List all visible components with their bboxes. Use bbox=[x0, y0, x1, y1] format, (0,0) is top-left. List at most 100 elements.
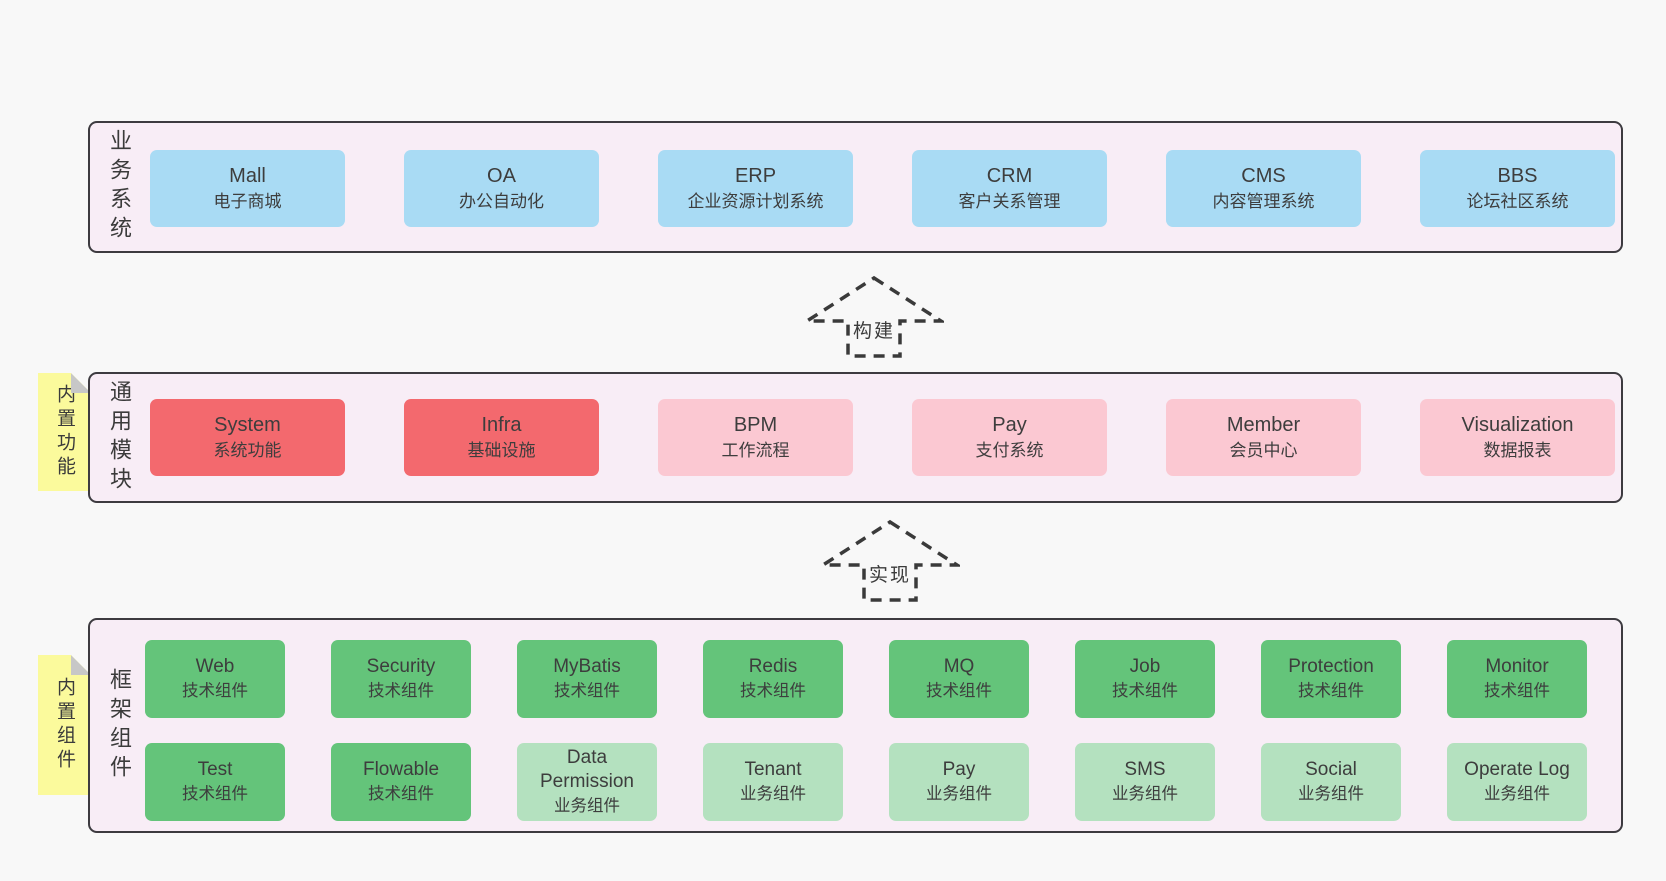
box-data-permission-title: Data Permission bbox=[540, 747, 634, 792]
up-arrow-icon bbox=[820, 519, 960, 602]
box-visualization-subtitle: 数据报表 bbox=[1483, 440, 1552, 460]
framework-components-panel: 框架组件 Web 技术组件 Security 技术组件 MyBatis 技术组件… bbox=[88, 618, 1623, 833]
box-infra-subtitle: 基础设施 bbox=[467, 440, 536, 460]
box-mybatis: MyBatis 技术组件 bbox=[517, 640, 657, 718]
box-web-subtitle: 技术组件 bbox=[182, 682, 248, 700]
box-flowable-title: Flowable bbox=[362, 759, 440, 780]
box-mall-subtitle: 电子商城 bbox=[213, 191, 282, 211]
common-modules-panel: 通用模块 System 系统功能 Infra 基础设施 BPM 工作流程 Pay… bbox=[88, 372, 1623, 503]
built-in-components-note: 内置组件 bbox=[38, 655, 91, 795]
box-erp-subtitle: 企业资源计划系统 bbox=[687, 191, 824, 211]
box-test: Test 技术组件 bbox=[145, 743, 285, 821]
box-member-subtitle: 会员中心 bbox=[1229, 440, 1298, 460]
framework-components-label: 框架组件 bbox=[107, 667, 132, 784]
box-mybatis-subtitle: 技术组件 bbox=[554, 682, 620, 700]
box-security-subtitle: 技术组件 bbox=[368, 682, 434, 700]
box-social-title: Social bbox=[1305, 759, 1357, 780]
box-mall-title: Mall bbox=[229, 164, 266, 187]
box-cms-title: CMS bbox=[1241, 164, 1286, 187]
box-cms: CMS 内容管理系统 bbox=[1166, 150, 1361, 227]
box-protection-subtitle: 技术组件 bbox=[1298, 682, 1364, 700]
built-in-functions-note: 内置功能 bbox=[38, 373, 91, 491]
build-arrow: 构建 bbox=[804, 275, 944, 359]
folded-corner-icon bbox=[71, 655, 91, 675]
box-job-title: Job bbox=[1129, 656, 1161, 677]
box-tenant: Tenant 业务组件 bbox=[703, 743, 843, 821]
box-bbs-title: BBS bbox=[1497, 164, 1538, 187]
box-bpm-title: BPM bbox=[733, 413, 778, 436]
box-mq-subtitle: 技术组件 bbox=[926, 682, 992, 700]
box-redis-subtitle: 技术组件 bbox=[740, 682, 806, 700]
box-visualization: Visualization 数据报表 bbox=[1420, 399, 1615, 476]
box-bbs-subtitle: 论坛社区系统 bbox=[1466, 191, 1569, 211]
box-pay-title: Pay bbox=[992, 413, 1027, 436]
box-crm: CRM 客户关系管理 bbox=[912, 150, 1107, 227]
box-data-permission: Data Permission 业务组件 bbox=[517, 743, 657, 821]
box-pay-subtitle: 支付系统 bbox=[975, 440, 1044, 460]
box-member: Member 会员中心 bbox=[1166, 399, 1361, 476]
box-infra: Infra 基础设施 bbox=[404, 399, 599, 476]
implement-arrow-label: 实现 bbox=[865, 560, 915, 587]
box-bpm: BPM 工作流程 bbox=[658, 399, 853, 476]
box-mybatis-title: MyBatis bbox=[553, 656, 621, 677]
box-monitor-subtitle: 技术组件 bbox=[1484, 682, 1550, 700]
box-oa-subtitle: 办公自动化 bbox=[459, 191, 544, 211]
box-test-subtitle: 技术组件 bbox=[182, 785, 248, 803]
box-oa: OA 办公自动化 bbox=[404, 150, 599, 227]
common-modules-row: System 系统功能 Infra 基础设施 BPM 工作流程 Pay 支付系统… bbox=[150, 399, 1615, 476]
box-system-title: System bbox=[214, 413, 281, 436]
box-member-title: Member bbox=[1226, 413, 1301, 436]
box-job-subtitle: 技术组件 bbox=[1112, 682, 1178, 700]
box-sms-title: SMS bbox=[1124, 759, 1166, 780]
up-arrow-icon bbox=[804, 275, 944, 358]
built-in-components-note-text: 内置组件 bbox=[54, 677, 75, 773]
box-flowable-subtitle: 技术组件 bbox=[368, 785, 434, 803]
box-job: Job 技术组件 bbox=[1075, 640, 1215, 718]
box-pay-biz-title: Pay bbox=[942, 759, 976, 780]
box-social: Social 业务组件 bbox=[1261, 743, 1401, 821]
box-mq: MQ 技术组件 bbox=[889, 640, 1029, 718]
built-in-functions-note-text: 内置功能 bbox=[54, 384, 75, 480]
box-web-title: Web bbox=[195, 656, 235, 677]
box-monitor-title: Monitor bbox=[1485, 656, 1549, 677]
box-pay-biz-subtitle: 业务组件 bbox=[926, 785, 992, 803]
box-protection-title: Protection bbox=[1288, 656, 1374, 677]
box-flowable: Flowable 技术组件 bbox=[331, 743, 471, 821]
box-crm-subtitle: 客户关系管理 bbox=[958, 191, 1061, 211]
box-mq-title: MQ bbox=[943, 656, 975, 677]
box-web: Web 技术组件 bbox=[145, 640, 285, 718]
box-test-title: Test bbox=[197, 759, 233, 780]
box-sms: SMS 业务组件 bbox=[1075, 743, 1215, 821]
box-data-permission-subtitle: 业务组件 bbox=[554, 797, 620, 815]
box-oa-title: OA bbox=[487, 164, 516, 187]
box-sms-subtitle: 业务组件 bbox=[1112, 785, 1178, 803]
business-systems-row: Mall 电子商城 OA 办公自动化 ERP 企业资源计划系统 CRM 客户关系… bbox=[150, 150, 1615, 227]
box-visualization-title: Visualization bbox=[1461, 413, 1574, 436]
box-infra-title: Infra bbox=[481, 413, 522, 436]
box-crm-title: CRM bbox=[986, 164, 1033, 187]
box-bpm-subtitle: 工作流程 bbox=[721, 440, 790, 460]
implement-arrow: 实现 bbox=[820, 519, 960, 603]
box-redis: Redis 技术组件 bbox=[703, 640, 843, 718]
box-security: Security 技术组件 bbox=[331, 640, 471, 718]
box-system-subtitle: 系统功能 bbox=[213, 440, 282, 460]
box-pay-biz: Pay 业务组件 bbox=[889, 743, 1029, 821]
box-redis-title: Redis bbox=[748, 656, 798, 677]
build-arrow-label: 构建 bbox=[849, 316, 899, 343]
box-pay: Pay 支付系统 bbox=[912, 399, 1107, 476]
framework-components-row-2: Test 技术组件 Flowable 技术组件 Data Permission … bbox=[145, 743, 1587, 821]
box-bbs: BBS 论坛社区系统 bbox=[1420, 150, 1615, 227]
box-cms-subtitle: 内容管理系统 bbox=[1212, 191, 1315, 211]
box-erp: ERP 企业资源计划系统 bbox=[658, 150, 853, 227]
box-operate-log: Operate Log 业务组件 bbox=[1447, 743, 1587, 821]
framework-components-row-1: Web 技术组件 Security 技术组件 MyBatis 技术组件 Redi… bbox=[145, 640, 1587, 718]
box-erp-title: ERP bbox=[734, 164, 777, 187]
business-systems-panel: 业务系统 Mall 电子商城 OA 办公自动化 ERP 企业资源计划系统 CRM… bbox=[88, 121, 1623, 253]
box-mall: Mall 电子商城 bbox=[150, 150, 345, 227]
folded-corner-icon bbox=[71, 373, 91, 393]
common-modules-label: 通用模块 bbox=[107, 379, 132, 496]
box-tenant-title: Tenant bbox=[744, 759, 802, 780]
box-social-subtitle: 业务组件 bbox=[1298, 785, 1364, 803]
box-monitor: Monitor 技术组件 bbox=[1447, 640, 1587, 718]
box-protection: Protection 技术组件 bbox=[1261, 640, 1401, 718]
